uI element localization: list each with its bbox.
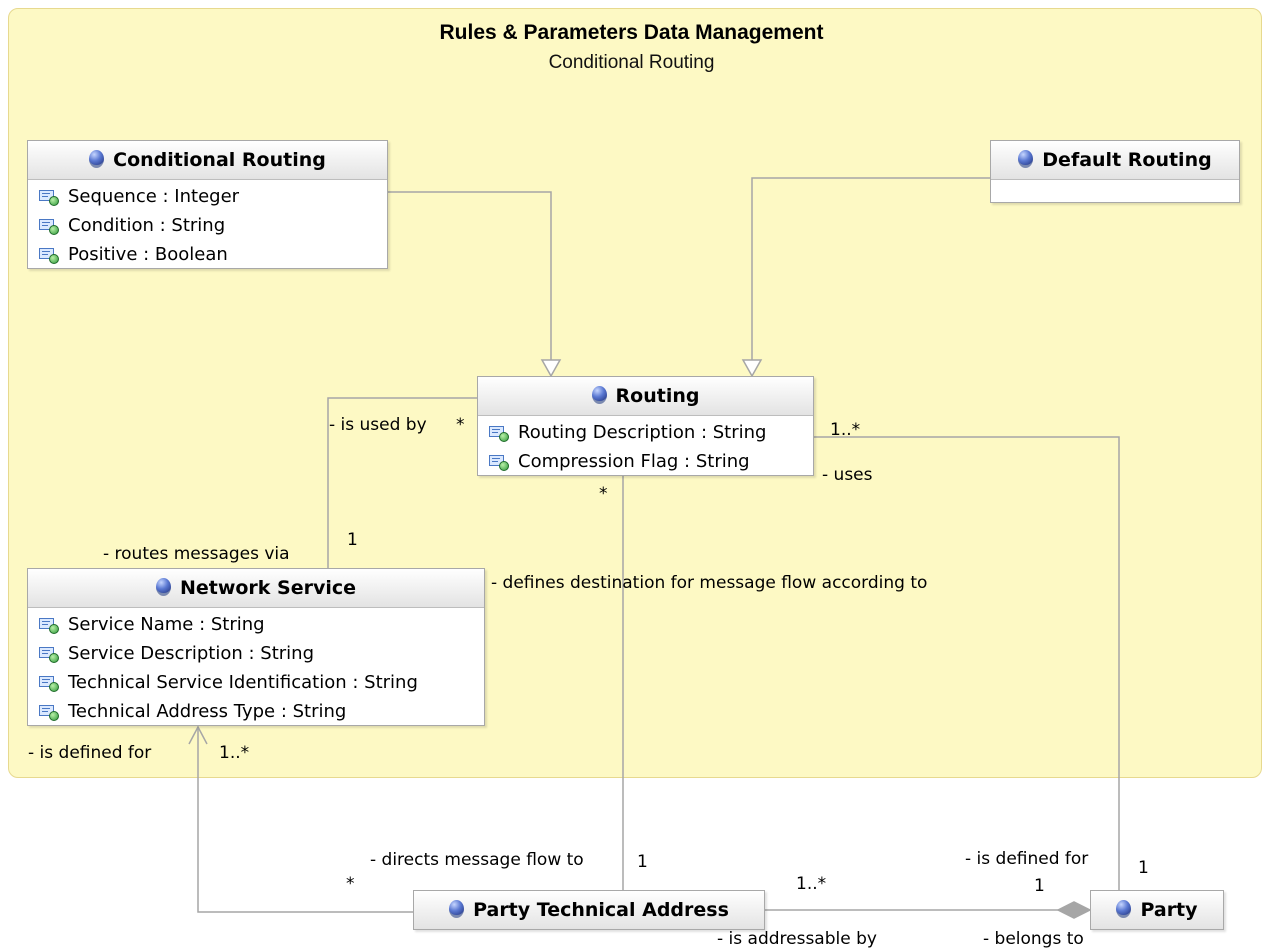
package-subtitle: Conditional Routing — [548, 52, 715, 73]
attribute-icon — [38, 246, 60, 264]
generalization-arrowhead — [741, 359, 763, 378]
class-routing[interactable]: Routing Routing Description : String Com… — [477, 376, 814, 476]
label-multiplicity: * — [456, 415, 465, 435]
label-multiplicity: * — [599, 484, 608, 504]
label-multiplicity: 1..* — [219, 743, 250, 763]
class-icon — [155, 578, 171, 596]
attribute: Technical Address Type : String — [38, 697, 484, 726]
label-multiplicity: 1 — [1138, 858, 1149, 878]
label-directs-message-flow-to: - directs message flow to — [370, 850, 584, 870]
association-pta-network-service — [197, 727, 413, 913]
label-multiplicity: * — [346, 874, 355, 894]
attribute-icon — [38, 188, 60, 206]
attribute: Service Name : String — [38, 610, 484, 639]
label-is-defined-for: - is defined for — [965, 849, 1089, 869]
association-network-service-routing — [327, 397, 478, 568]
label-multiplicity: 1 — [1034, 876, 1045, 896]
package-title: Rules & Parameters Data Management — [439, 21, 824, 44]
class-party[interactable]: Party — [1090, 890, 1224, 930]
attribute-icon — [38, 217, 60, 235]
class-name: Default Routing — [1042, 149, 1212, 171]
label-uses: - uses — [822, 465, 873, 485]
navigability-arrowhead — [188, 725, 208, 745]
class-header: Routing — [478, 377, 813, 416]
attribute-icon — [488, 453, 510, 471]
class-party-technical-address[interactable]: Party Technical Address — [413, 890, 765, 930]
label-is-addressable-by: - is addressable by — [717, 929, 877, 949]
label-is-used-by: - is used by — [329, 415, 427, 435]
generalization-conditional-routing — [387, 191, 552, 362]
class-icon — [591, 386, 607, 404]
class-name: Party — [1140, 899, 1198, 921]
label-multiplicity: 1 — [347, 530, 358, 550]
generalization-default-routing — [751, 177, 990, 362]
attribute-icon — [38, 674, 60, 692]
class-name: Network Service — [179, 577, 357, 599]
class-header: Conditional Routing — [28, 141, 387, 180]
label-multiplicity: 1 — [637, 852, 648, 872]
attribute-icon — [38, 616, 60, 634]
generalization-arrowhead — [540, 359, 562, 378]
label-defines-destination: - defines destination for message flow a… — [491, 573, 928, 593]
attribute: Sequence : Integer — [38, 182, 387, 211]
label-multiplicity: 1..* — [796, 874, 827, 894]
association-routing-party — [813, 436, 1120, 892]
aggregation-diamond — [1056, 901, 1092, 919]
class-icon — [1018, 150, 1034, 168]
attribute-icon — [38, 703, 60, 721]
class-icon — [1116, 900, 1132, 918]
class-name: Routing — [615, 385, 700, 407]
label-multiplicity: 1..* — [830, 420, 861, 440]
attribute: Technical Service Identification : Strin… — [38, 668, 484, 697]
class-conditional-routing[interactable]: Conditional Routing Sequence : Integer C… — [27, 140, 388, 269]
class-header: Party Technical Address — [414, 891, 764, 929]
attribute: Service Description : String — [38, 639, 484, 668]
label-is-defined-for: - is defined for — [28, 743, 152, 763]
class-header: Default Routing — [991, 141, 1239, 180]
label-routes-messages-via: - routes messages via — [103, 544, 290, 564]
label-belongs-to: - belongs to — [983, 929, 1084, 949]
attribute-icon — [488, 424, 510, 442]
class-icon — [449, 900, 465, 918]
attribute: Routing Description : String — [488, 418, 813, 447]
attribute-icon — [38, 645, 60, 663]
class-name: Party Technical Address — [473, 899, 729, 921]
class-network-service[interactable]: Network Service Service Name : String Se… — [27, 568, 485, 726]
class-icon — [89, 150, 105, 168]
attribute: Compression Flag : String — [488, 447, 813, 476]
class-header: Network Service — [28, 569, 484, 608]
attribute: Condition : String — [38, 211, 387, 240]
class-default-routing[interactable]: Default Routing — [990, 140, 1240, 203]
attribute: Positive : Boolean — [38, 240, 387, 269]
class-header: Party — [1091, 891, 1223, 929]
class-name: Conditional Routing — [113, 149, 326, 171]
